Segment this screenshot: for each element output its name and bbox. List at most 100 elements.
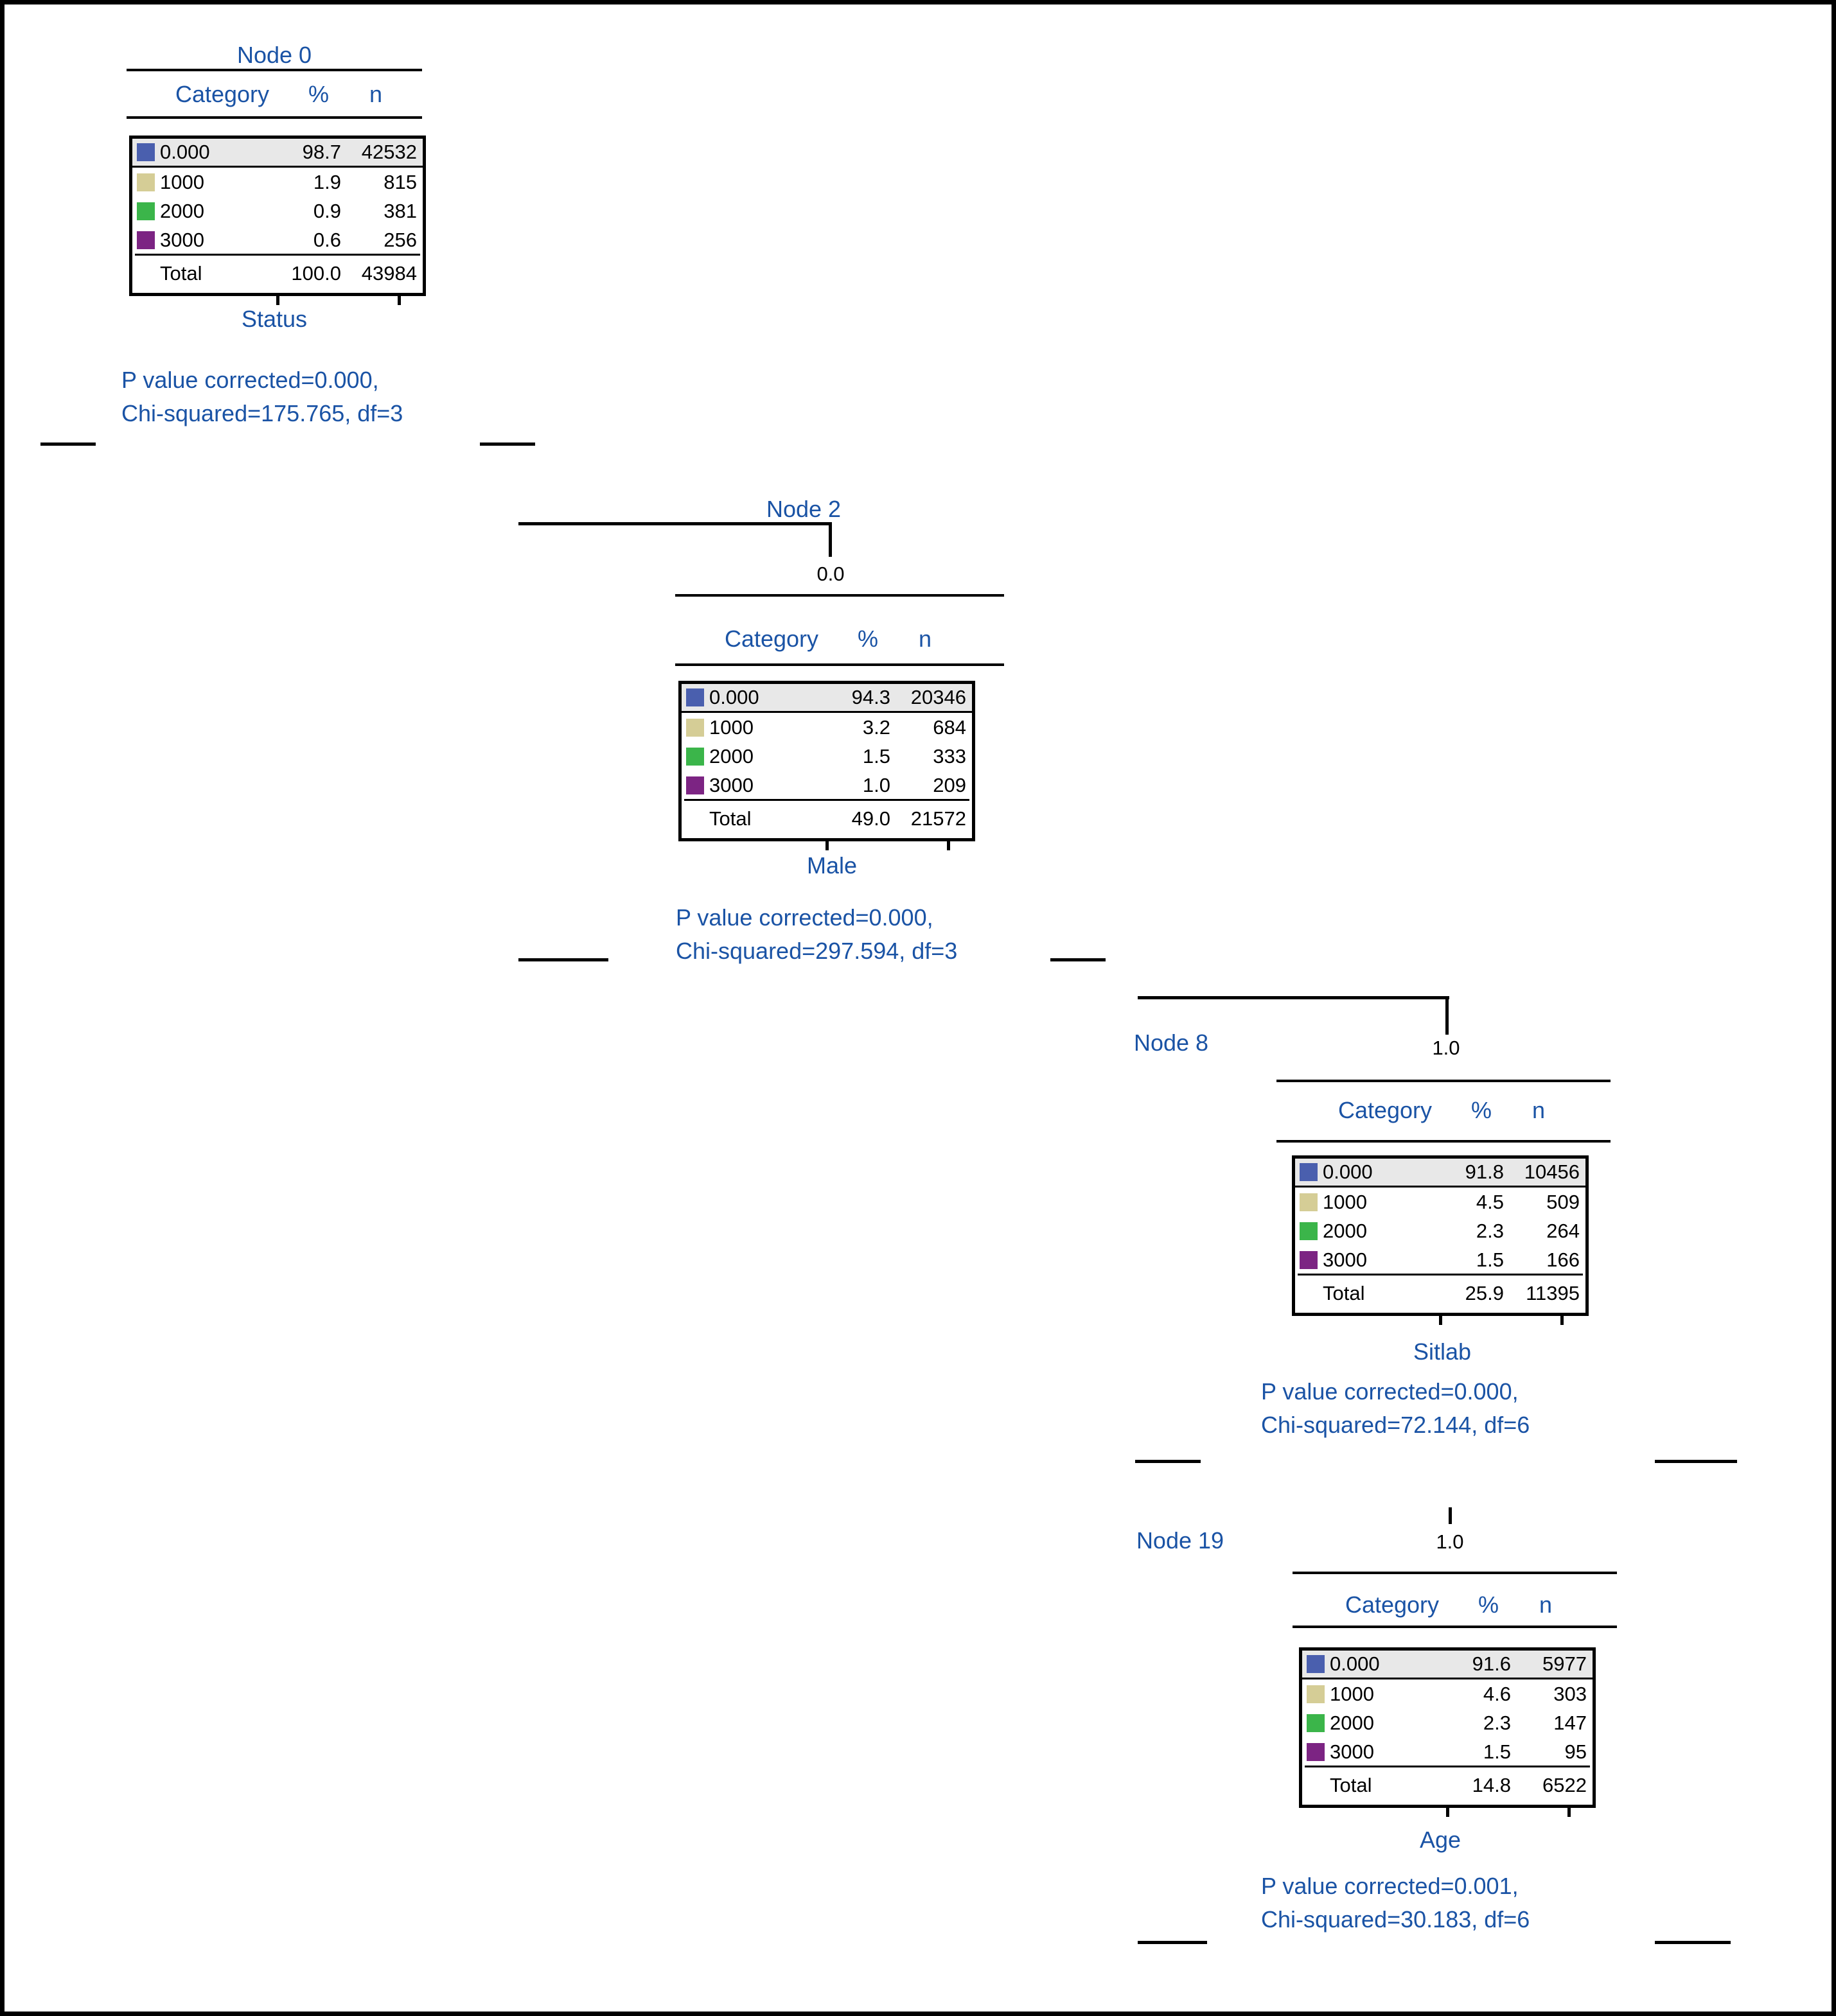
category-3000-swatch-icon (686, 776, 704, 794)
category-0-swatch-icon (137, 143, 155, 161)
node8-row: 2000 2.3 264 (1295, 1216, 1585, 1245)
total-label: Total (160, 262, 202, 285)
category-1000-swatch-icon (137, 173, 155, 191)
node19-child-tick (1446, 1807, 1449, 1817)
row-category: 0.000 (709, 686, 759, 708)
node2-row: 3000 1.0 209 (682, 771, 972, 800)
node0-title-rule (127, 69, 422, 71)
node2-child-tick (825, 840, 829, 850)
category-3000-swatch-icon (137, 231, 155, 249)
node8-header-rule (1276, 1140, 1611, 1143)
row-percent: 91.6 (1472, 1652, 1511, 1675)
total-separator-line (1305, 1766, 1590, 1767)
cropped-connector-dash (1655, 1941, 1731, 1944)
row-category: 1000 (1323, 1190, 1367, 1213)
row-category: 3000 (1330, 1740, 1374, 1763)
category-3000-swatch-icon (1307, 1742, 1325, 1761)
cropped-connector-dash (518, 958, 608, 961)
row-percent: 1.5 (1476, 1248, 1504, 1271)
node2-top-rule (675, 594, 1004, 597)
category-0-swatch-icon (686, 688, 704, 706)
node0-header-n: n (369, 81, 383, 107)
row-category: 1000 (709, 715, 754, 739)
category-2000-swatch-icon (686, 747, 704, 766)
node19-header-category: Category (1345, 1591, 1440, 1618)
node8-row-highlighted: 0.000 91.8 10456 (1295, 1159, 1585, 1188)
row-category: 1000 (1330, 1682, 1374, 1705)
row-percent: 4.6 (1483, 1682, 1511, 1705)
row-percent: 2.3 (1483, 1711, 1511, 1734)
node8-total-row: Total 25.9 11395 (1295, 1275, 1585, 1311)
node2-branch-value: 0.0 (816, 563, 845, 585)
row-n: 20346 (910, 686, 966, 708)
node8-split-variable: Sitlab (1413, 1338, 1472, 1365)
row-percent: 0.9 (313, 199, 341, 222)
node2-header-n: n (918, 626, 932, 652)
node0-row: 1000 1.9 815 (132, 168, 423, 197)
total-percent: 25.9 (1465, 1282, 1504, 1304)
cropped-connector-dash (1138, 1941, 1207, 1944)
node0-stats-line1: P value corrected=0.000, (121, 367, 379, 393)
node2-header-rule (675, 663, 1004, 666)
row-category: 3000 (1323, 1248, 1367, 1271)
node8-row: 3000 1.5 166 (1295, 1245, 1585, 1274)
row-n: 5977 (1542, 1652, 1587, 1675)
node0-stats-line2: Chi-squared=175.765, df=3 (121, 400, 403, 426)
row-percent: 1.9 (313, 170, 341, 193)
row-n: 166 (1546, 1248, 1580, 1271)
total-n: 43984 (361, 262, 417, 285)
row-percent: 91.8 (1465, 1161, 1504, 1183)
node8-connector-vertical (1445, 996, 1449, 1035)
row-category: 0.000 (160, 141, 210, 163)
node2-header-category: Category (724, 626, 819, 652)
node0-total-row: Total 100.0 43984 (132, 256, 423, 292)
category-1000-swatch-icon (1300, 1193, 1318, 1211)
node8-header-category: Category (1337, 1097, 1433, 1123)
node2-header-percent: % (857, 626, 878, 652)
node19-row: 2000 2.3 147 (1302, 1708, 1593, 1737)
row-percent: 0.6 (313, 228, 341, 251)
node0-header-rule (127, 116, 422, 119)
category-2000-swatch-icon (1307, 1714, 1325, 1732)
node19-header-rule (1293, 1626, 1617, 1628)
node0-header-category: Category (175, 81, 270, 107)
row-n: 10456 (1524, 1161, 1580, 1183)
row-n: 147 (1553, 1711, 1587, 1734)
node19-header-n: n (1539, 1591, 1553, 1618)
node19-row: 1000 4.6 303 (1302, 1679, 1593, 1708)
node8-child-tick (1439, 1315, 1442, 1325)
row-n: 42532 (361, 141, 417, 163)
node19-top-rule (1293, 1572, 1617, 1574)
cropped-connector-dash (1050, 958, 1106, 961)
category-1000-swatch-icon (1307, 1685, 1325, 1703)
row-n: 303 (1553, 1682, 1587, 1705)
node0-split-variable: Status (241, 306, 308, 332)
node19-title: Node 19 (1136, 1527, 1224, 1554)
row-percent: 1.5 (1483, 1740, 1511, 1763)
node8-branch-value: 1.0 (1432, 1037, 1460, 1059)
node2-total-row: Total 49.0 21572 (682, 801, 972, 837)
node8-row: 1000 4.5 509 (1295, 1188, 1585, 1216)
row-percent: 4.5 (1476, 1190, 1504, 1213)
row-percent: 94.3 (851, 686, 890, 708)
total-percent: 14.8 (1472, 1774, 1511, 1796)
node19-stats-line1: P value corrected=0.001, (1261, 1873, 1519, 1899)
node8-connector-horizontal (1138, 996, 1449, 999)
total-separator-line (684, 799, 969, 801)
node19-total-row: Total 14.8 6522 (1302, 1767, 1593, 1803)
node2-stats-line1: P value corrected=0.000, (676, 904, 933, 931)
node2-row: 2000 1.5 333 (682, 742, 972, 771)
row-n: 209 (933, 773, 966, 796)
row-n: 264 (1546, 1219, 1580, 1242)
row-category: 0.000 (1323, 1161, 1373, 1183)
node19-stats-line2: Chi-squared=30.183, df=6 (1261, 1906, 1530, 1933)
row-percent: 3.2 (862, 715, 890, 739)
total-separator-line (1298, 1274, 1583, 1275)
total-n: 11395 (1526, 1282, 1580, 1304)
total-label: Total (709, 807, 752, 830)
node8-header-percent: % (1470, 1097, 1492, 1123)
node0-header-percent: % (308, 81, 329, 107)
node2-row-highlighted: 0.000 94.3 20346 (682, 684, 972, 713)
category-0-swatch-icon (1300, 1163, 1318, 1181)
node19-table: 0.000 91.6 5977 1000 4.6 303 2000 2.3 14… (1299, 1647, 1596, 1808)
